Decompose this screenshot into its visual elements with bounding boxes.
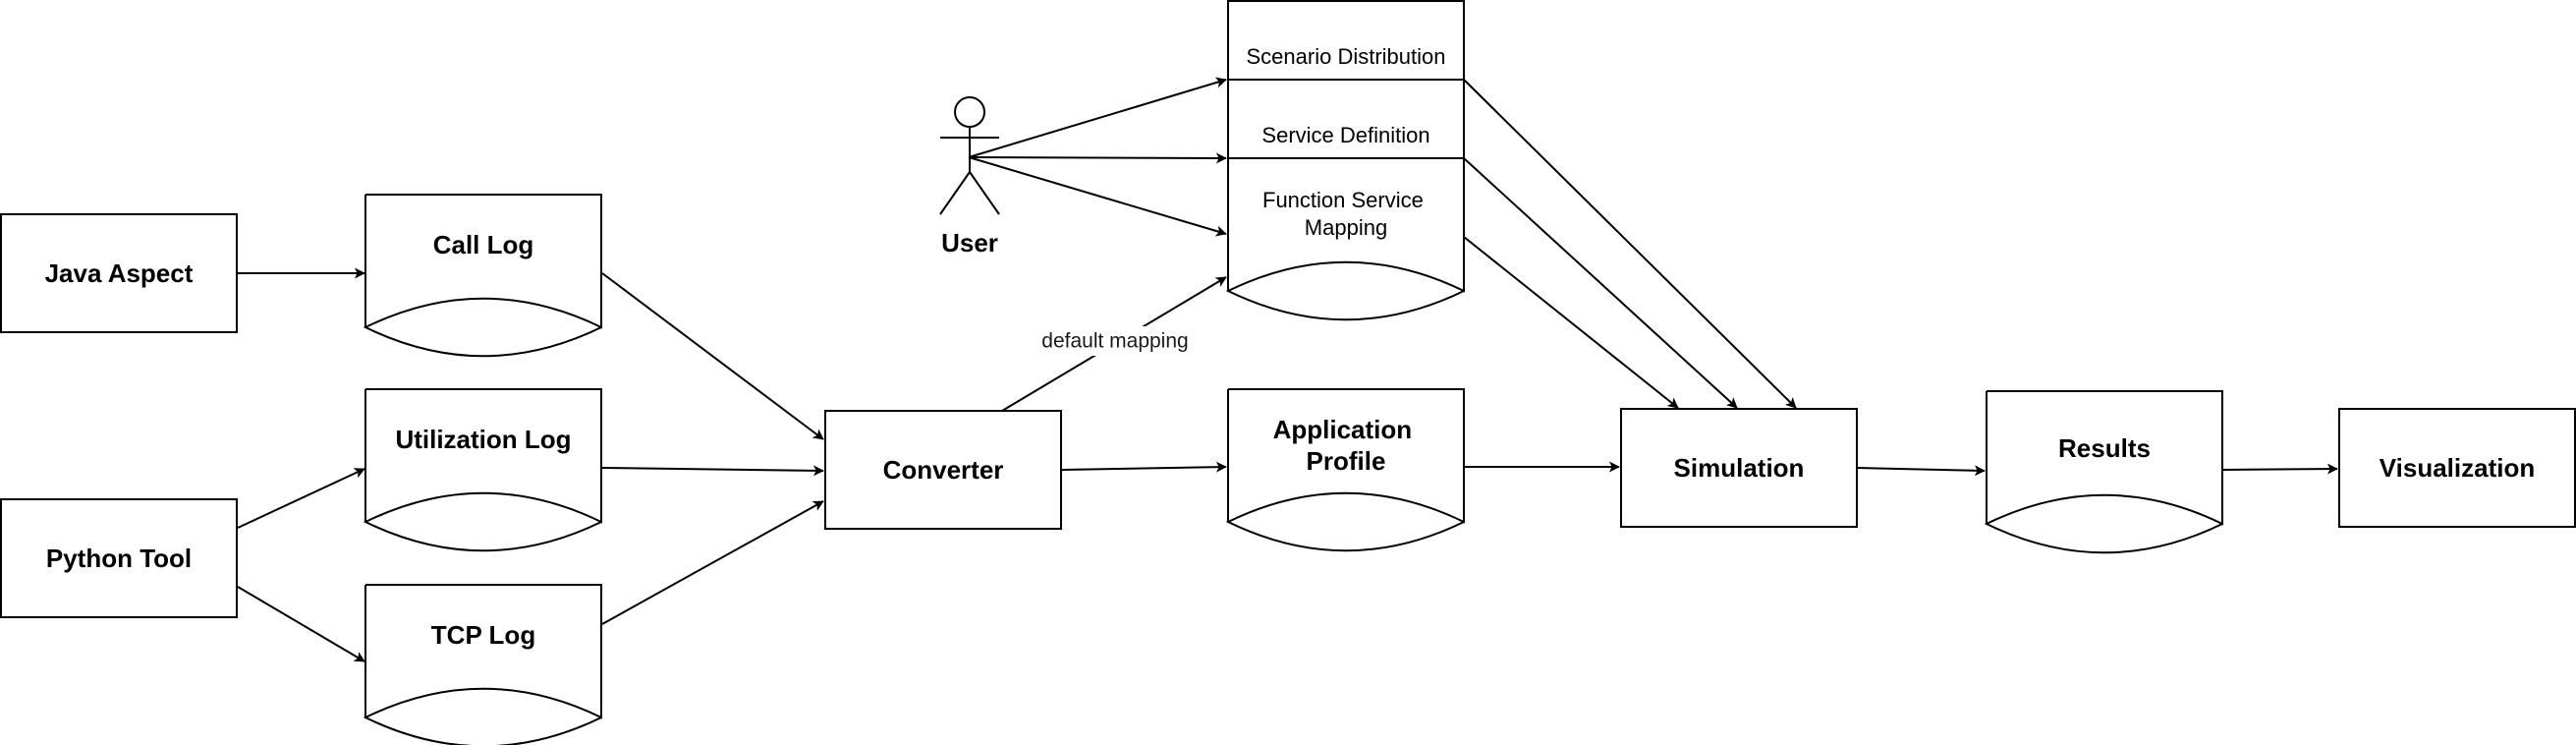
edge-label-default-mapping: default mapping (1034, 326, 1197, 356)
edge-user-to-service-definition (968, 152, 1227, 164)
node-visualization-label: Visualization (2380, 453, 2535, 483)
node-application-profile-label: Application Profile (1273, 415, 1420, 476)
node-simulation-label: Simulation (1674, 453, 1805, 483)
node-function-service-mapping-label: Function Service Mapping (1262, 188, 1429, 240)
node-service-definition-label: Service Definition (1261, 123, 1429, 147)
node-function-service-mapping-line-1: Function Service (1262, 188, 1424, 212)
node-tcp-log: TCP Log (363, 584, 602, 745)
node-tcp-log-label: TCP Log (431, 620, 535, 650)
edge-function-service-mapping-to-simulation (1463, 236, 1679, 409)
node-scenario-distribution: Scenario Distribution (1227, 0, 1465, 81)
edge-results-to-visualization (2221, 463, 2338, 475)
node-results: Results (1984, 390, 2223, 554)
edge-user-to-function-service-mapping (968, 156, 1227, 237)
edge-scenario-distribution-to-simulation (1463, 79, 1797, 409)
edge-python-tool-to-tcp-log (237, 586, 365, 662)
edge-utilization-log-to-converter (601, 465, 824, 477)
node-application-profile: Application Profile (1225, 388, 1465, 552)
node-scenario-distribution-label: Scenario Distribution (1247, 44, 1446, 69)
actor-user: User (939, 96, 1000, 258)
node-visualization: Visualization (2338, 408, 2576, 528)
edge-converter-to-application-profile (1061, 461, 1227, 473)
node-service-definition: Service Definition (1227, 79, 1465, 159)
node-utilization-log-label: Utilization Log (395, 425, 571, 454)
edge-call-log-to-converter (601, 272, 824, 440)
node-python-tool-label: Python Tool (46, 544, 192, 573)
node-converter-label: Converter (883, 455, 1004, 485)
node-application-profile-line-2: Profile (1307, 446, 1386, 476)
edge-simulation-to-results (1856, 465, 1986, 477)
node-application-profile-line-1: Application (1273, 415, 1413, 444)
node-utilization-log: Utilization Log (363, 388, 602, 552)
edge-user-to-scenario-distribution (968, 77, 1227, 158)
edges (237, 77, 2338, 662)
node-java-aspect-label: Java Aspect (45, 258, 194, 288)
node-results-label: Results (2058, 433, 2151, 463)
node-function-service-mapping: Function Service Mapping (1225, 157, 1465, 321)
node-converter: Converter (824, 410, 1062, 530)
node-function-service-mapping-line-2: Mapping (1305, 215, 1387, 240)
actor-user-label: User (941, 228, 998, 258)
node-python-tool: Python Tool (0, 498, 238, 618)
edge-python-tool-to-utilization-log (237, 468, 365, 529)
user-icon (939, 96, 1000, 215)
node-call-log: Call Log (363, 194, 602, 358)
node-call-log-label: Call Log (433, 230, 534, 259)
node-simulation: Simulation (1620, 408, 1858, 528)
edge-label-default-mapping-text: default mapping (1041, 330, 1188, 353)
node-java-aspect: Java Aspect (0, 213, 238, 333)
edge-tcp-log-to-converter (601, 500, 824, 625)
edge-service-definition-to-simulation (1463, 157, 1738, 409)
